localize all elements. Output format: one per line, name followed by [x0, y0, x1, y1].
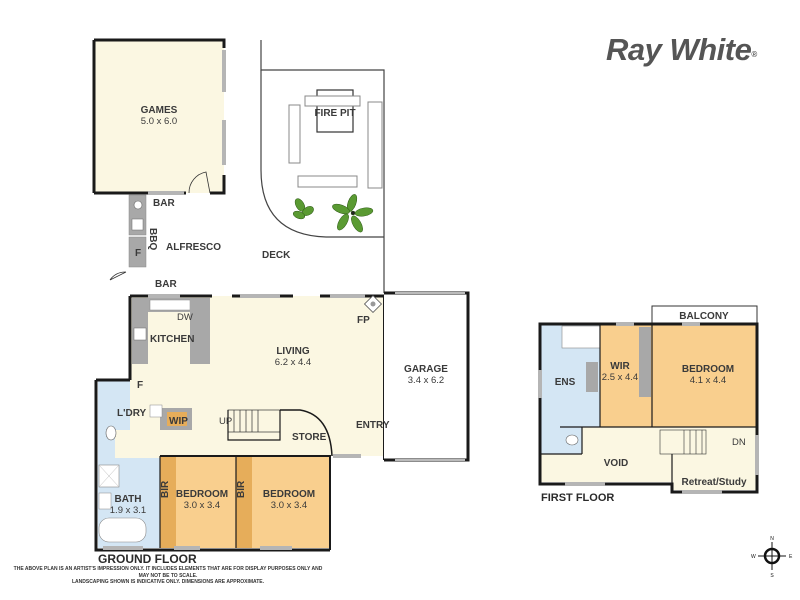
cooktop-icon [133, 327, 147, 341]
label-fridge-outdoor: F [135, 248, 141, 259]
label-bar-upper: BAR [153, 198, 175, 209]
fire-pit-garden-bed [260, 70, 384, 238]
games-room [94, 40, 224, 193]
logo-text: Ray White [606, 32, 752, 67]
label-fireplace: FP [357, 315, 370, 326]
bbq-hotplate-icon [131, 218, 144, 231]
door-swing [188, 171, 211, 194]
ray-white-logo: Ray White® [606, 32, 757, 68]
wardrobe-shelf [639, 327, 651, 397]
bench-seat-left [288, 104, 301, 164]
room-dims-games: 5.0 x 6.0 [141, 116, 177, 127]
deck-outline [260, 40, 385, 293]
bir-2 [236, 456, 252, 548]
room-label-bedroom-1: BEDROOM [176, 489, 228, 500]
ground-floor-plan: GAMES 5.0 x 6.0 FIRE PIT BAR BBQ F ALFRE… [92, 38, 470, 552]
toilet-icon [565, 434, 579, 446]
room-dims-bedroom-1: 3.0 x 3.4 [184, 500, 220, 511]
staircase-up [227, 409, 281, 433]
room-dims-garage: 3.4 x 6.2 [408, 375, 444, 386]
label-balcony: BALCONY [679, 311, 729, 322]
label-fridge: F [137, 380, 143, 391]
sliding-door [240, 294, 280, 298]
disclaimer: THE ABOVE PLAN IS AN ARTIST'S IMPRESSION… [8, 566, 328, 586]
kitchen-island [190, 298, 210, 364]
trademark-symbol: ® [751, 50, 757, 59]
first-floor-title: FIRST FLOOR [541, 492, 615, 504]
first-floor-plan: BALCONY ENS WIR 2.5 x 4.4 BEDROOM 4.1 x … [538, 305, 759, 494]
label-alfresco: ALFRESCO [166, 242, 221, 253]
label-retreat-study: Retreat/Study [681, 477, 746, 488]
room-label-bath: BATH [114, 494, 141, 505]
ground-floor-title: GROUND FLOOR [98, 552, 197, 566]
window [222, 50, 226, 92]
bathtub-icon [98, 517, 147, 543]
sink-icon [149, 299, 191, 311]
label-deck: DECK [262, 250, 291, 261]
sliding-door [330, 294, 365, 298]
label-entry: ENTRY [356, 420, 390, 431]
bedroom-1 [176, 456, 236, 548]
room-label-games: GAMES [141, 105, 178, 116]
toilet-icon [105, 425, 117, 441]
label-bir-1: BIR [160, 480, 171, 498]
window [222, 120, 226, 165]
wet-area [98, 380, 160, 548]
bench-seat-right [367, 101, 383, 189]
label-bir-2: BIR [236, 480, 247, 498]
palm-plant-icon [332, 194, 374, 233]
svg-text:N: N [770, 536, 774, 542]
bench-seat-top [304, 95, 361, 107]
label-store: STORE [292, 432, 327, 443]
bedroom-2 [252, 456, 330, 548]
bench-seat-bottom [297, 175, 358, 188]
label-down: DN [732, 437, 746, 448]
label-bbq: BBQ [147, 228, 158, 250]
svg-text:S: S [770, 573, 774, 579]
compass-icon: N S E W [751, 536, 793, 579]
shower-icon [561, 325, 601, 349]
label-bar-lower: BAR [155, 279, 177, 290]
room-dims-upper-bedroom: 4.1 x 4.4 [690, 375, 726, 386]
vanity-icon [98, 492, 112, 510]
plant-icon [292, 198, 314, 220]
svg-text:W: W [751, 554, 756, 560]
fridge-space [128, 236, 147, 268]
label-fire-pit: FIRE PIT [314, 108, 355, 119]
upper-bedroom [652, 324, 757, 427]
label-void: VOID [604, 458, 628, 469]
label-ensuite: ENS [555, 377, 576, 388]
staircase-down [659, 429, 707, 455]
label-kitchen: KITCHEN [150, 334, 194, 345]
bir-1 [160, 456, 176, 548]
room-label-upper-bedroom: BEDROOM [682, 364, 734, 375]
room-dims-living: 6.2 x 4.4 [275, 357, 311, 368]
laundry-tub-icon [149, 404, 163, 418]
label-laundry: L'DRY [117, 408, 147, 419]
room-dims-bedroom-2: 3.0 x 3.4 [271, 500, 307, 511]
room-dims-wir: 2.5 x 4.4 [602, 372, 638, 383]
room-label-bedroom-2: BEDROOM [263, 489, 315, 500]
disclaimer-line-2: LANDSCAPING SHOWN IS INDICATIVE ONLY. DI… [71, 579, 265, 585]
vanity [586, 362, 598, 392]
room-label-living: LIVING [276, 346, 310, 357]
room-dims-bath: 1.9 x 3.1 [110, 505, 146, 516]
room-label-garage: GARAGE [404, 364, 448, 375]
room-label-wir: WIR [610, 361, 630, 372]
label-wip: WIP [169, 416, 188, 427]
void-retreat-area [540, 427, 757, 490]
svg-text:E: E [789, 554, 793, 560]
store-wall [280, 409, 333, 457]
label-dishwasher: DW [177, 312, 193, 323]
disclaimer-line-1: THE ABOVE PLAN IS AN ARTIST'S IMPRESSION… [13, 566, 323, 579]
label-up: UP [219, 416, 232, 427]
sink-icon [133, 200, 143, 210]
window [148, 191, 184, 195]
